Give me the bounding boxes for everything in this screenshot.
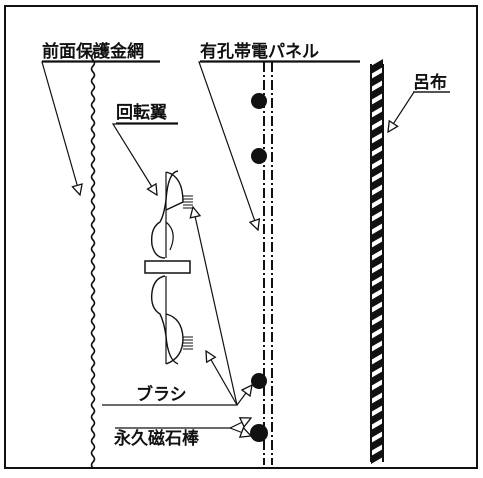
leader-brush-3 — [236, 385, 252, 406]
cloth-hatch-stripe — [371, 267, 383, 282]
label-cloth: 呂布 — [413, 72, 447, 93]
cloth-hatch-stripe — [371, 59, 383, 74]
blade-lower-outer — [150, 275, 179, 365]
magnet-rod-4 — [250, 424, 268, 442]
label-magnet-rod: 永久磁石棒 — [113, 428, 200, 449]
leader-lines — [41, 61, 450, 436]
leader-front-mesh — [41, 61, 160, 195]
label-perforated-panel: 有孔帯電パネル — [200, 41, 319, 62]
cloth-hatch-stripe — [371, 215, 383, 230]
blade-upper-tip — [165, 171, 184, 211]
cloth-hatch-stripe — [371, 397, 383, 412]
leader-brush — [102, 207, 238, 406]
cloth-hatch-stripe — [371, 163, 383, 178]
blade-upper-lobe — [165, 221, 174, 251]
cloth-hatch-stripe — [371, 436, 383, 451]
cloth-hatch-stripe — [371, 176, 383, 191]
cloth-hatch-stripe — [371, 280, 383, 295]
cloth-hatch-stripe — [371, 124, 383, 139]
blade-lower-lobe — [165, 313, 184, 365]
leader-brush-2 — [206, 351, 238, 406]
label-brush: ブラシ — [136, 384, 187, 405]
label-rotating-blade: 回転翼 — [116, 102, 167, 123]
leader-rotating-blade — [111, 123, 178, 195]
cloth-hatch-stripe — [371, 410, 383, 425]
cloth-hatch-stripe — [371, 293, 383, 308]
cloth-hatch-stripe — [371, 449, 383, 464]
brush-upper — [183, 195, 193, 209]
cloth-hatch-stripe — [371, 85, 383, 100]
cloth-hatch-stripe — [371, 150, 383, 165]
cloth-hatch-stripe — [371, 423, 383, 438]
blade-upper-outer — [150, 170, 179, 259]
blade-hub — [144, 260, 191, 274]
cloth-hatch-stripe — [371, 202, 383, 217]
cloth-hatch-stripe — [371, 358, 383, 373]
cloth-hatch-stripe — [371, 241, 383, 256]
cloth-hatch-stripe — [371, 254, 383, 269]
magnet-rod-2 — [251, 148, 267, 164]
rotating-blade-assembly — [144, 170, 193, 365]
brush-lower — [183, 336, 193, 350]
cloth-hatch-stripe — [371, 137, 383, 152]
cloth-hatch-stripe — [371, 332, 383, 347]
diagram-frame — [4, 5, 478, 469]
cloth-hatch-stripe — [371, 111, 383, 126]
cloth-hatch-stripe — [371, 345, 383, 360]
label-front-mesh: 前面保護金網 — [42, 41, 144, 62]
leader-magnet-rod-2 — [229, 428, 251, 436]
cloth-hatch-stripe — [371, 228, 383, 243]
cloth-hatch-stripe — [371, 189, 383, 204]
cloth-hatch-stripe — [371, 384, 383, 399]
magnet-rod-1 — [251, 93, 267, 109]
cloth-hatch-stripe — [371, 72, 383, 87]
leader-magnet-rod — [115, 418, 251, 429]
cloth-hatch — [371, 59, 383, 464]
cloth-hatch-stripe — [371, 306, 383, 321]
cloth-hatch-stripe — [371, 98, 383, 113]
cloth-hatch-stripe — [371, 319, 383, 334]
leader-cloth — [388, 91, 450, 132]
magnet-rod-3 — [251, 373, 267, 389]
cloth-hatch-stripe — [371, 371, 383, 386]
front-mesh-wire — [90, 47, 96, 469]
leader-perforated-panel — [198, 61, 360, 230]
